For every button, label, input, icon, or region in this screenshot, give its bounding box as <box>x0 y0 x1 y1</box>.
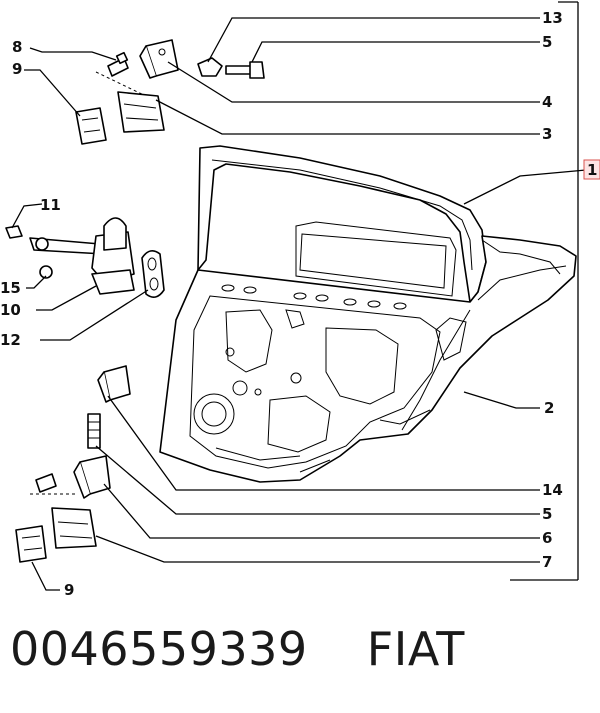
callout-11: 11 <box>40 196 61 214</box>
callout-9-top: 9 <box>12 60 22 78</box>
screw-upper <box>225 61 265 79</box>
callout-13: 13 <box>542 9 563 27</box>
callout-2: 2 <box>544 399 554 417</box>
hinge-bolt-lower-1 <box>87 413 101 449</box>
hinge-plate-lower <box>51 507 97 549</box>
callout-1-box <box>583 159 600 180</box>
callout-5-bottom: 5 <box>542 505 552 523</box>
hinge-bolt-lower-2 <box>30 473 76 495</box>
hinge-lower <box>73 455 111 499</box>
callout-labels: 13 5 8 9 4 3 1 11 15 10 12 2 14 5 6 7 9 <box>0 9 600 599</box>
brand-name: FIAT <box>366 622 465 676</box>
callout-14: 14 <box>542 481 563 499</box>
callout-10: 10 <box>0 301 21 319</box>
callout-9-bottom: 9 <box>64 581 74 599</box>
hinge-plate-upper <box>117 91 165 133</box>
door-check-strap <box>29 217 135 295</box>
callout-12: 12 <box>0 331 21 349</box>
callout-15: 15 <box>0 279 21 297</box>
hinge-upper <box>139 39 179 79</box>
callout-4: 4 <box>542 93 552 111</box>
shim-plate-upper <box>75 107 107 145</box>
nut-mid <box>39 265 53 279</box>
nut-upper <box>197 57 223 77</box>
callout-8: 8 <box>12 38 22 56</box>
callout-1: 1 <box>587 161 597 179</box>
leader-lines <box>11 17 587 591</box>
callout-3: 3 <box>542 125 552 143</box>
shim-plate-lower <box>15 525 47 563</box>
bolt-mid <box>5 225 23 239</box>
part-number: 0046559339 <box>10 622 308 676</box>
callout-5-top: 5 <box>542 33 552 51</box>
right-bracket <box>510 1 579 581</box>
callout-6: 6 <box>542 529 552 547</box>
exploded-parts-diagram: 13 5 8 9 4 3 1 11 15 10 12 2 14 5 6 7 9 <box>0 1 600 599</box>
callout-7: 7 <box>542 553 552 571</box>
rear-door-panel <box>159 145 577 483</box>
part-caption: 0046559339 FIAT <box>10 622 590 692</box>
seal-grommet <box>141 250 165 298</box>
striker-clip <box>97 365 131 403</box>
